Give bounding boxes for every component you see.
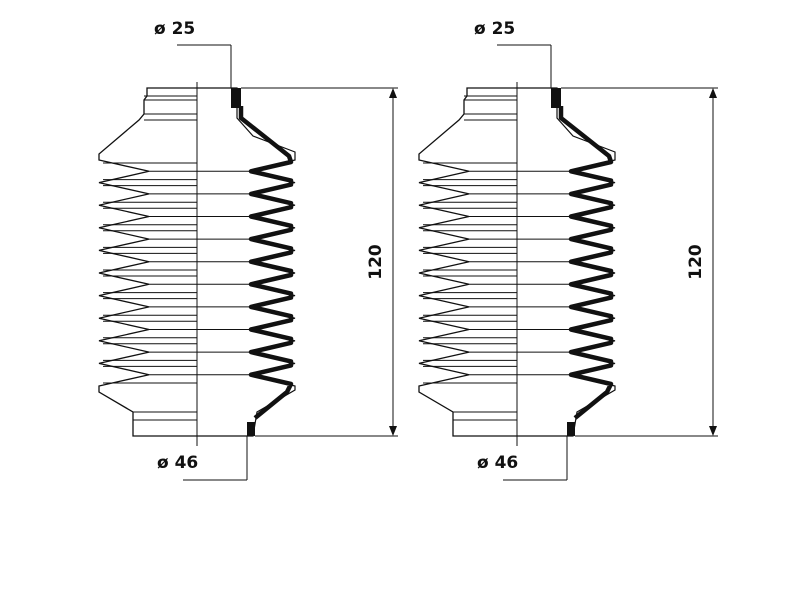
boot-right: ø 25 ø 46 120 [418,19,718,481]
dim-height-label: 120 [686,244,706,280]
dim-height-arrow-top [389,88,397,98]
dim-height-arrow-bottom [389,426,397,436]
dim-height-arrow-top [709,88,717,98]
dim-bottom-label: ø 46 [477,453,518,473]
top-collar-block [231,88,241,108]
boots-layer: ø 25 ø 46 120 ø 25 ø 46 120 [98,19,718,481]
top-collar-block [551,88,561,108]
dim-height-label: 120 [366,244,386,280]
dim-bottom-label: ø 46 [157,453,198,473]
boot-wall-section [238,106,294,420]
dim-top-label: ø 25 [474,19,515,39]
bottom-collar-block [247,422,255,436]
bottom-collar-block [567,422,575,436]
dim-top-label: ø 25 [154,19,195,39]
boot-left: ø 25 ø 46 120 [98,19,398,481]
dim-height-arrow-bottom [709,426,717,436]
boot-wall-section [558,106,614,420]
